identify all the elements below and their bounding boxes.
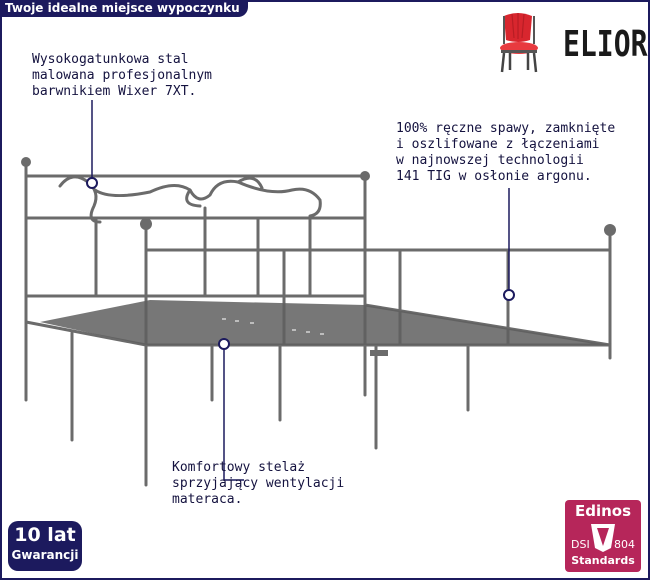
page-title: Twoje idealne miejsce wypoczynku <box>0 0 248 17</box>
warranty-years: 10 lat <box>14 524 76 546</box>
brand-logo <box>500 13 538 73</box>
edinos-dsi: DSI <box>571 538 590 551</box>
annotation-welds: 100% ręczne spawy, zamknięte i oszlifowa… <box>396 121 616 184</box>
edinos-badge: Edinos DSI 804 Standards <box>565 500 641 572</box>
brand-name: ELIOR <box>563 24 648 65</box>
warranty-badge: 10 lat Gwarancji <box>8 521 82 571</box>
edinos-number: 804 <box>614 538 635 551</box>
edinos-standards: Standards <box>571 554 635 567</box>
warranty-label: Gwarancji <box>11 548 79 562</box>
red-chair-icon <box>500 13 538 73</box>
annotation-steel: Wysokogatunkowa stal malowana profesjona… <box>32 52 213 99</box>
edinos-emblem-icon <box>591 524 615 552</box>
annotation-frame: Komfortowy stelaż sprzyjający wentylacji… <box>172 460 345 507</box>
edinos-brand: Edinos <box>574 502 632 520</box>
